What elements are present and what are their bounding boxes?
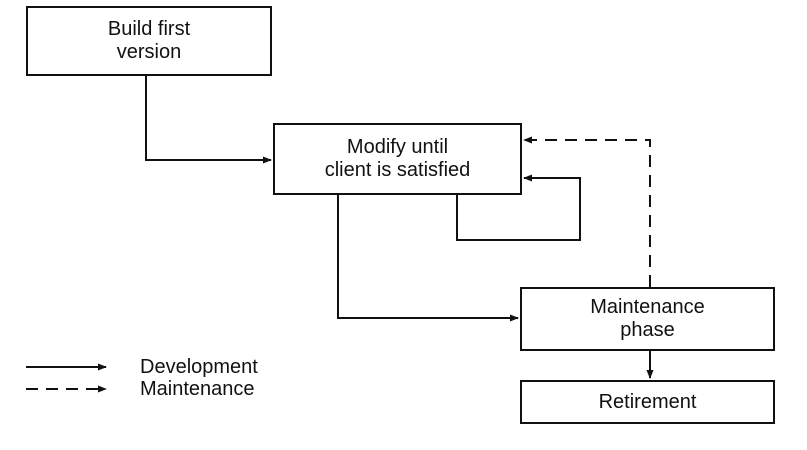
arrow-maintenance-to-modify bbox=[523, 136, 651, 287]
arrow-build-to-modify bbox=[145, 76, 272, 164]
modify-until-satisfied-box: Modify until client is satisfied bbox=[273, 123, 522, 195]
build-first-version-box: Build first version bbox=[26, 6, 272, 76]
maintenance-phase-box: Maintenance phase bbox=[520, 287, 775, 351]
retirement-box: Retirement bbox=[520, 380, 775, 424]
arrow-modify-to-maintenance bbox=[337, 195, 519, 322]
arrow-modify-self-loop bbox=[456, 174, 581, 241]
legend-maintenance-label: Maintenance bbox=[140, 378, 255, 400]
legend-development-label: Development bbox=[140, 356, 258, 378]
